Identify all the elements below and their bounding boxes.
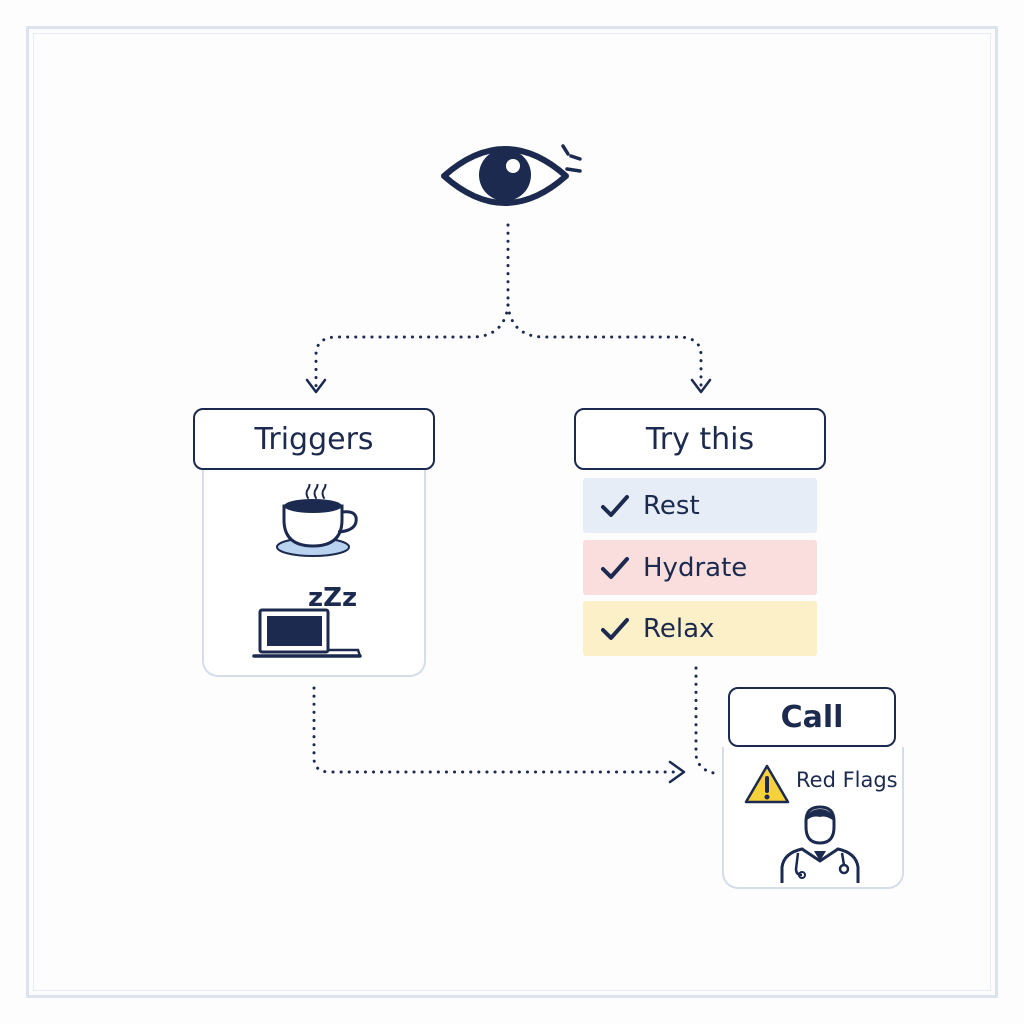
triggers-header: Triggers: [193, 408, 435, 470]
try-item-hydrate: Hydrate: [583, 540, 817, 595]
connector-try-to-call: [694, 666, 722, 776]
coffee-cup-icon: [276, 484, 358, 557]
check-icon: [601, 617, 629, 640]
laptop-sleep-icon: zZz: [252, 583, 362, 658]
inner-frame: [33, 33, 991, 991]
try-item-label: Relax: [643, 613, 715, 644]
connector-triggers-to-call: [312, 686, 682, 774]
eye-icon: [441, 144, 582, 206]
try-item-label: Hydrate: [643, 552, 748, 583]
check-icon: [601, 556, 629, 579]
doctor-icon: [780, 805, 860, 883]
try-item-relax: Relax: [583, 601, 817, 656]
try-item-rest: Rest: [583, 478, 817, 533]
red-flags-label: Red Flags: [796, 768, 898, 792]
warning-icon: [744, 764, 790, 804]
try-this-header: Try this: [574, 408, 826, 470]
connector-to-triggers: [314, 303, 510, 392]
sleep-zzz-text: zZz: [308, 583, 357, 613]
arrowhead-try-this: [690, 378, 712, 394]
try-item-label: Rest: [643, 490, 700, 521]
call-header: Call: [728, 687, 896, 747]
outer-frame: [26, 26, 998, 998]
check-icon: [601, 494, 629, 517]
arrowhead-call: [668, 760, 686, 784]
arrowhead-triggers: [305, 378, 327, 394]
connector-to-try-this: [506, 303, 703, 392]
